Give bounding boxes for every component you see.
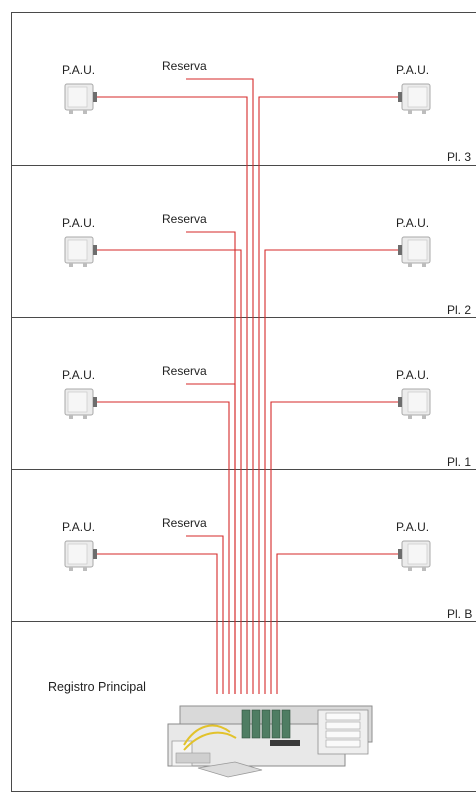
pau-box-foot	[83, 415, 87, 419]
pau-box-lid	[407, 86, 428, 108]
fiber-line-right	[264, 249, 398, 694]
rack-handle	[270, 740, 300, 746]
pau-box-foot	[408, 567, 412, 571]
reserve-label: Reserva	[162, 364, 207, 378]
pau-box-right	[398, 83, 431, 114]
pau-box-right	[398, 540, 431, 571]
rack-module	[261, 709, 271, 739]
pau-label-left: P.A.U.	[62, 520, 95, 534]
pau-box-foot	[83, 110, 87, 114]
rack-door-slot	[325, 712, 361, 721]
floor-label: Pl. B	[447, 607, 472, 621]
main-register-label: Registro Principal	[48, 680, 146, 694]
pau-box-lid	[407, 239, 428, 261]
floor-label: Pl. 3	[447, 150, 471, 164]
fiber-line-reserve	[186, 78, 254, 694]
fiber-line-right	[276, 553, 398, 694]
pau-box-lid	[67, 543, 88, 565]
pau-box-right	[398, 236, 431, 267]
pau-box-foot	[408, 110, 412, 114]
pau-box-connector	[93, 92, 97, 102]
pau-box-foot	[422, 263, 426, 267]
pau-box-foot	[69, 110, 73, 114]
fiber-line-reserve	[186, 383, 236, 694]
pau-box-right	[398, 388, 431, 419]
pau-box-foot	[69, 263, 73, 267]
pau-box-lid	[67, 86, 88, 108]
pau-box-foot	[83, 567, 87, 571]
rack-module	[241, 709, 251, 739]
reserve-label: Reserva	[162, 59, 207, 73]
floor-label: Pl. 2	[447, 303, 471, 317]
pau-box-connector	[398, 397, 402, 407]
rack-module	[281, 709, 291, 739]
pau-box-left	[64, 388, 97, 419]
pau-box-connector	[398, 92, 402, 102]
pau-label-left: P.A.U.	[62, 63, 95, 77]
fiber-line-reserve	[186, 535, 224, 694]
rack-base	[197, 761, 263, 778]
fiber-line-left	[97, 553, 218, 694]
rack-module	[271, 709, 281, 739]
rack-fiber-yellow	[183, 724, 231, 746]
fiber-line-left	[97, 401, 230, 694]
pau-box-foot	[83, 263, 87, 267]
fiber-line-right	[258, 96, 398, 694]
pau-box-foot	[422, 110, 426, 114]
fiber-line-left	[97, 96, 248, 694]
pau-label-right: P.A.U.	[396, 216, 429, 230]
pau-box-lid	[67, 239, 88, 261]
pau-box-foot	[408, 263, 412, 267]
rack-door-slot	[325, 739, 361, 748]
rack-fiber-yellow	[183, 731, 237, 751]
fiber-line-reserve	[186, 231, 236, 694]
fiber-line-left	[97, 249, 242, 694]
pau-box-left	[64, 83, 97, 114]
pau-box-lid	[407, 391, 428, 413]
reserve-label: Reserva	[162, 212, 207, 226]
floor-label: Pl. 1	[447, 455, 471, 469]
reserve-label: Reserva	[162, 516, 207, 530]
pau-label-right: P.A.U.	[396, 63, 429, 77]
building-outline	[11, 12, 476, 792]
rack-door-slot	[325, 721, 361, 730]
fiber-line-right	[270, 401, 398, 694]
pau-box-foot	[422, 567, 426, 571]
pau-label-right: P.A.U.	[396, 520, 429, 534]
main-register-rack	[167, 705, 373, 778]
pau-box-connector	[93, 245, 97, 255]
pau-box-connector	[93, 549, 97, 559]
pau-box-foot	[422, 415, 426, 419]
pau-label-left: P.A.U.	[62, 368, 95, 382]
pau-box-connector	[93, 397, 97, 407]
pau-box-foot	[408, 415, 412, 419]
pau-box-left	[64, 540, 97, 571]
rack-module	[251, 709, 261, 739]
pau-box-lid	[407, 543, 428, 565]
pau-box-connector	[398, 549, 402, 559]
pau-box-left	[64, 236, 97, 267]
pau-label-right: P.A.U.	[396, 368, 429, 382]
pau-label-left: P.A.U.	[62, 216, 95, 230]
pau-box-foot	[69, 415, 73, 419]
pau-box-lid	[67, 391, 88, 413]
pau-box-connector	[398, 245, 402, 255]
rack-tray	[175, 752, 211, 764]
rack-door-slot	[325, 730, 361, 739]
pau-box-foot	[69, 567, 73, 571]
